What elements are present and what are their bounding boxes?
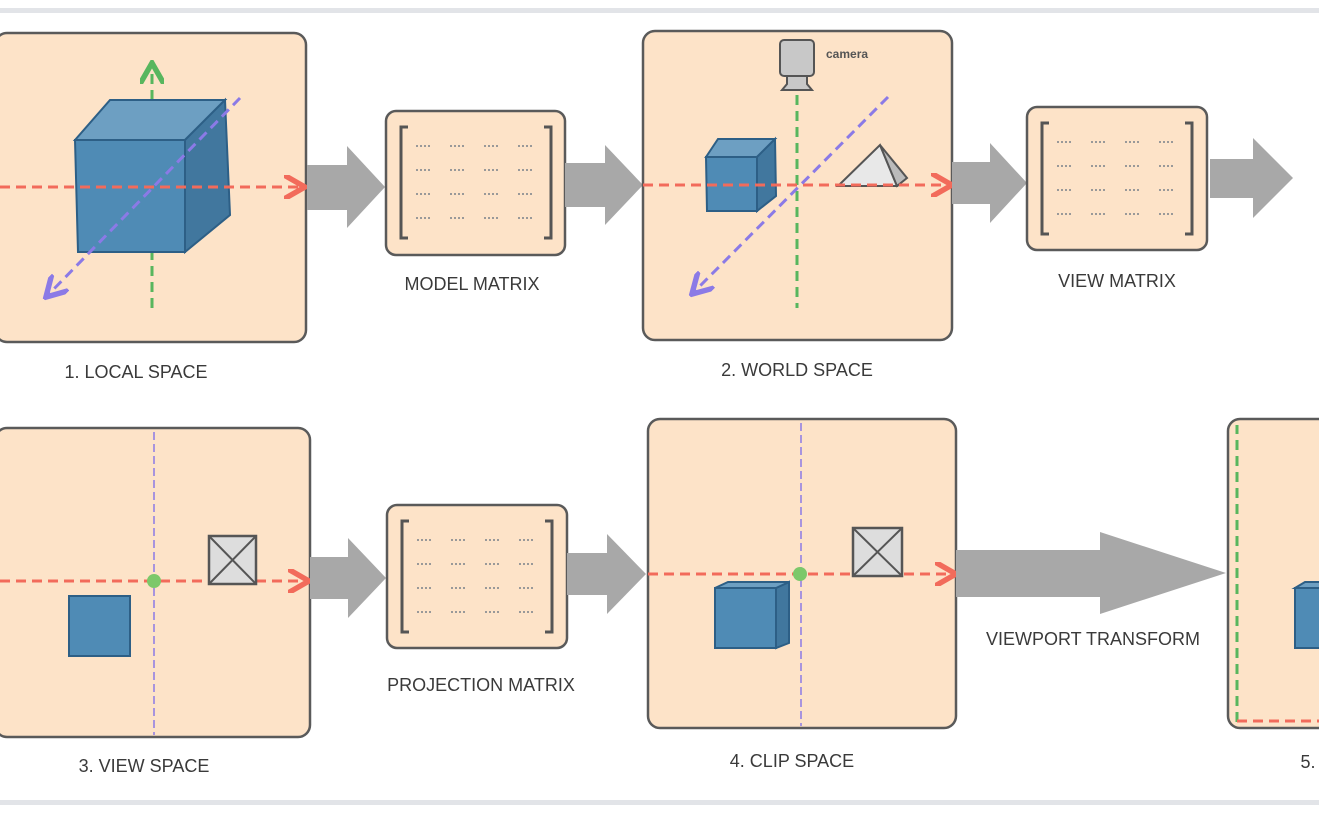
origin-dot xyxy=(793,567,807,581)
bracket-left xyxy=(1040,121,1049,236)
model-matrix: MODEL MATRIX xyxy=(384,109,567,294)
projection-matrix: PROJECTION MATRIX xyxy=(385,503,575,695)
projection-matrix-label: PROJECTION MATRIX xyxy=(387,675,575,695)
cube-icon xyxy=(704,136,778,214)
camera-icon xyxy=(779,39,815,91)
cube-icon xyxy=(72,97,232,255)
pyramid-top-icon xyxy=(207,534,258,586)
bottom-border xyxy=(0,800,1319,805)
view-matrix-label: VIEW MATRIX xyxy=(1058,271,1176,291)
arrow-to-world xyxy=(565,145,643,225)
camera-label: camera xyxy=(826,47,868,61)
arrow-to-clip xyxy=(567,534,646,614)
view-matrix: VIEW MATRIX xyxy=(1025,105,1209,291)
arrow-model xyxy=(307,146,385,228)
world-space-label: 2. WORLD SPACE xyxy=(721,360,873,380)
pyramid-top-icon xyxy=(851,526,904,578)
cube-icon xyxy=(714,580,790,650)
local-space-label: 1. LOCAL SPACE xyxy=(64,362,207,382)
screen-space-label: 5. xyxy=(1300,752,1315,772)
cube-icon xyxy=(1291,581,1319,649)
arrow-to-view-space xyxy=(1210,138,1293,218)
viewport-transform-label: VIEWPORT TRANSFORM xyxy=(986,629,1200,649)
arrow-viewport xyxy=(956,532,1226,614)
top-border xyxy=(0,8,1319,13)
clip-space-label: 4. CLIP SPACE xyxy=(730,751,854,771)
bracket-right xyxy=(545,519,554,634)
bracket-right xyxy=(544,125,553,240)
model-matrix-label: MODEL MATRIX xyxy=(404,274,539,294)
origin-dot xyxy=(147,574,161,588)
view-space-panel: 3. VIEW SPACE xyxy=(0,426,310,776)
bracket-left xyxy=(399,125,408,240)
bracket-right xyxy=(1185,121,1194,236)
arrow-projection xyxy=(310,538,386,618)
arrow-view xyxy=(952,143,1027,223)
world-space-panel: camera 2. WORLD SPACE xyxy=(641,29,952,380)
bracket-left xyxy=(400,519,409,634)
view-space-label: 3. VIEW SPACE xyxy=(79,756,210,776)
clip-space-panel: 4. CLIP SPACE xyxy=(646,417,956,771)
cube-icon xyxy=(68,595,131,657)
local-space-panel: 1. LOCAL SPACE xyxy=(0,31,306,382)
screen-space-panel: 5. xyxy=(1226,417,1319,772)
